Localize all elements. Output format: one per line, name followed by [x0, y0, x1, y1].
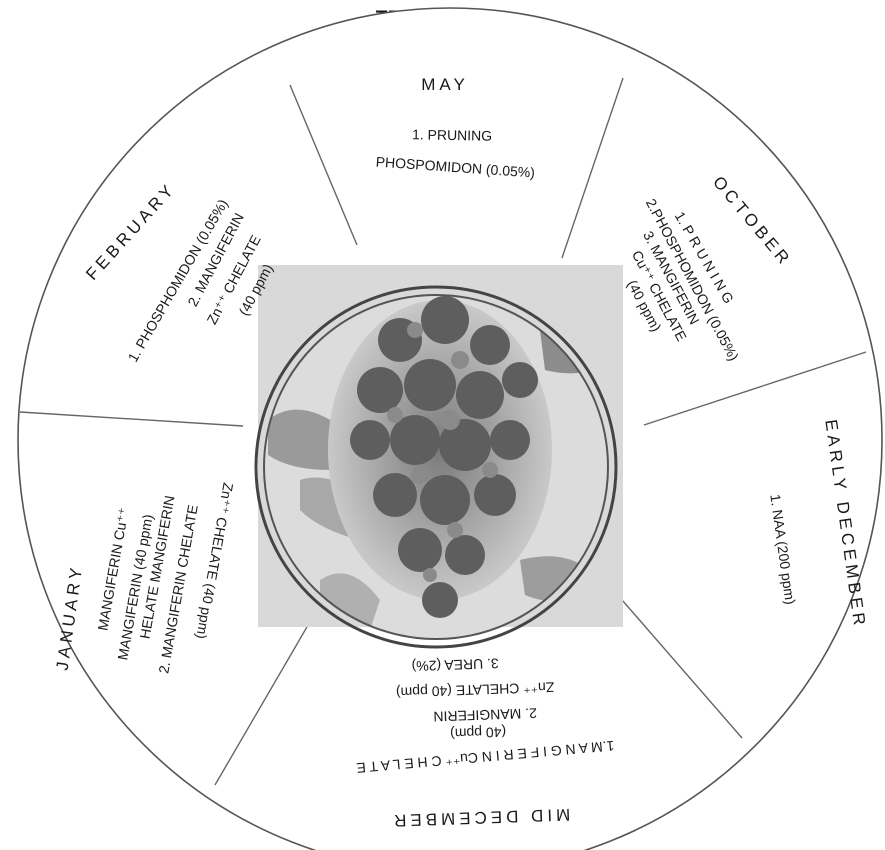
divider-middec-jan — [214, 607, 319, 786]
divider-jan-feb — [19, 411, 244, 427]
segment-mid-december-line-3: 2. MANGIFERIN — [433, 705, 537, 725]
segment-mid-december-line-2: (40 ppm) — [450, 724, 507, 742]
divider-may-oct — [561, 77, 624, 259]
photo-border-inner — [263, 294, 609, 640]
segment-mid-december-line-4: Zn⁺⁺ CHELATE (40 ppm) — [396, 679, 555, 701]
divider-oct-earlydec — [643, 351, 867, 426]
mango-inflorescence-photo — [264, 295, 608, 639]
divider-feb-may — [289, 84, 358, 246]
segment-dividers — [19, 77, 867, 786]
segment-mid-december-line-5: 3. UREA (2%) — [411, 655, 499, 674]
segment-may-line-1: 1. PRUNING — [412, 126, 492, 143]
segment-may-month: MAY — [421, 75, 469, 94]
photo-border-outer — [254, 285, 618, 649]
